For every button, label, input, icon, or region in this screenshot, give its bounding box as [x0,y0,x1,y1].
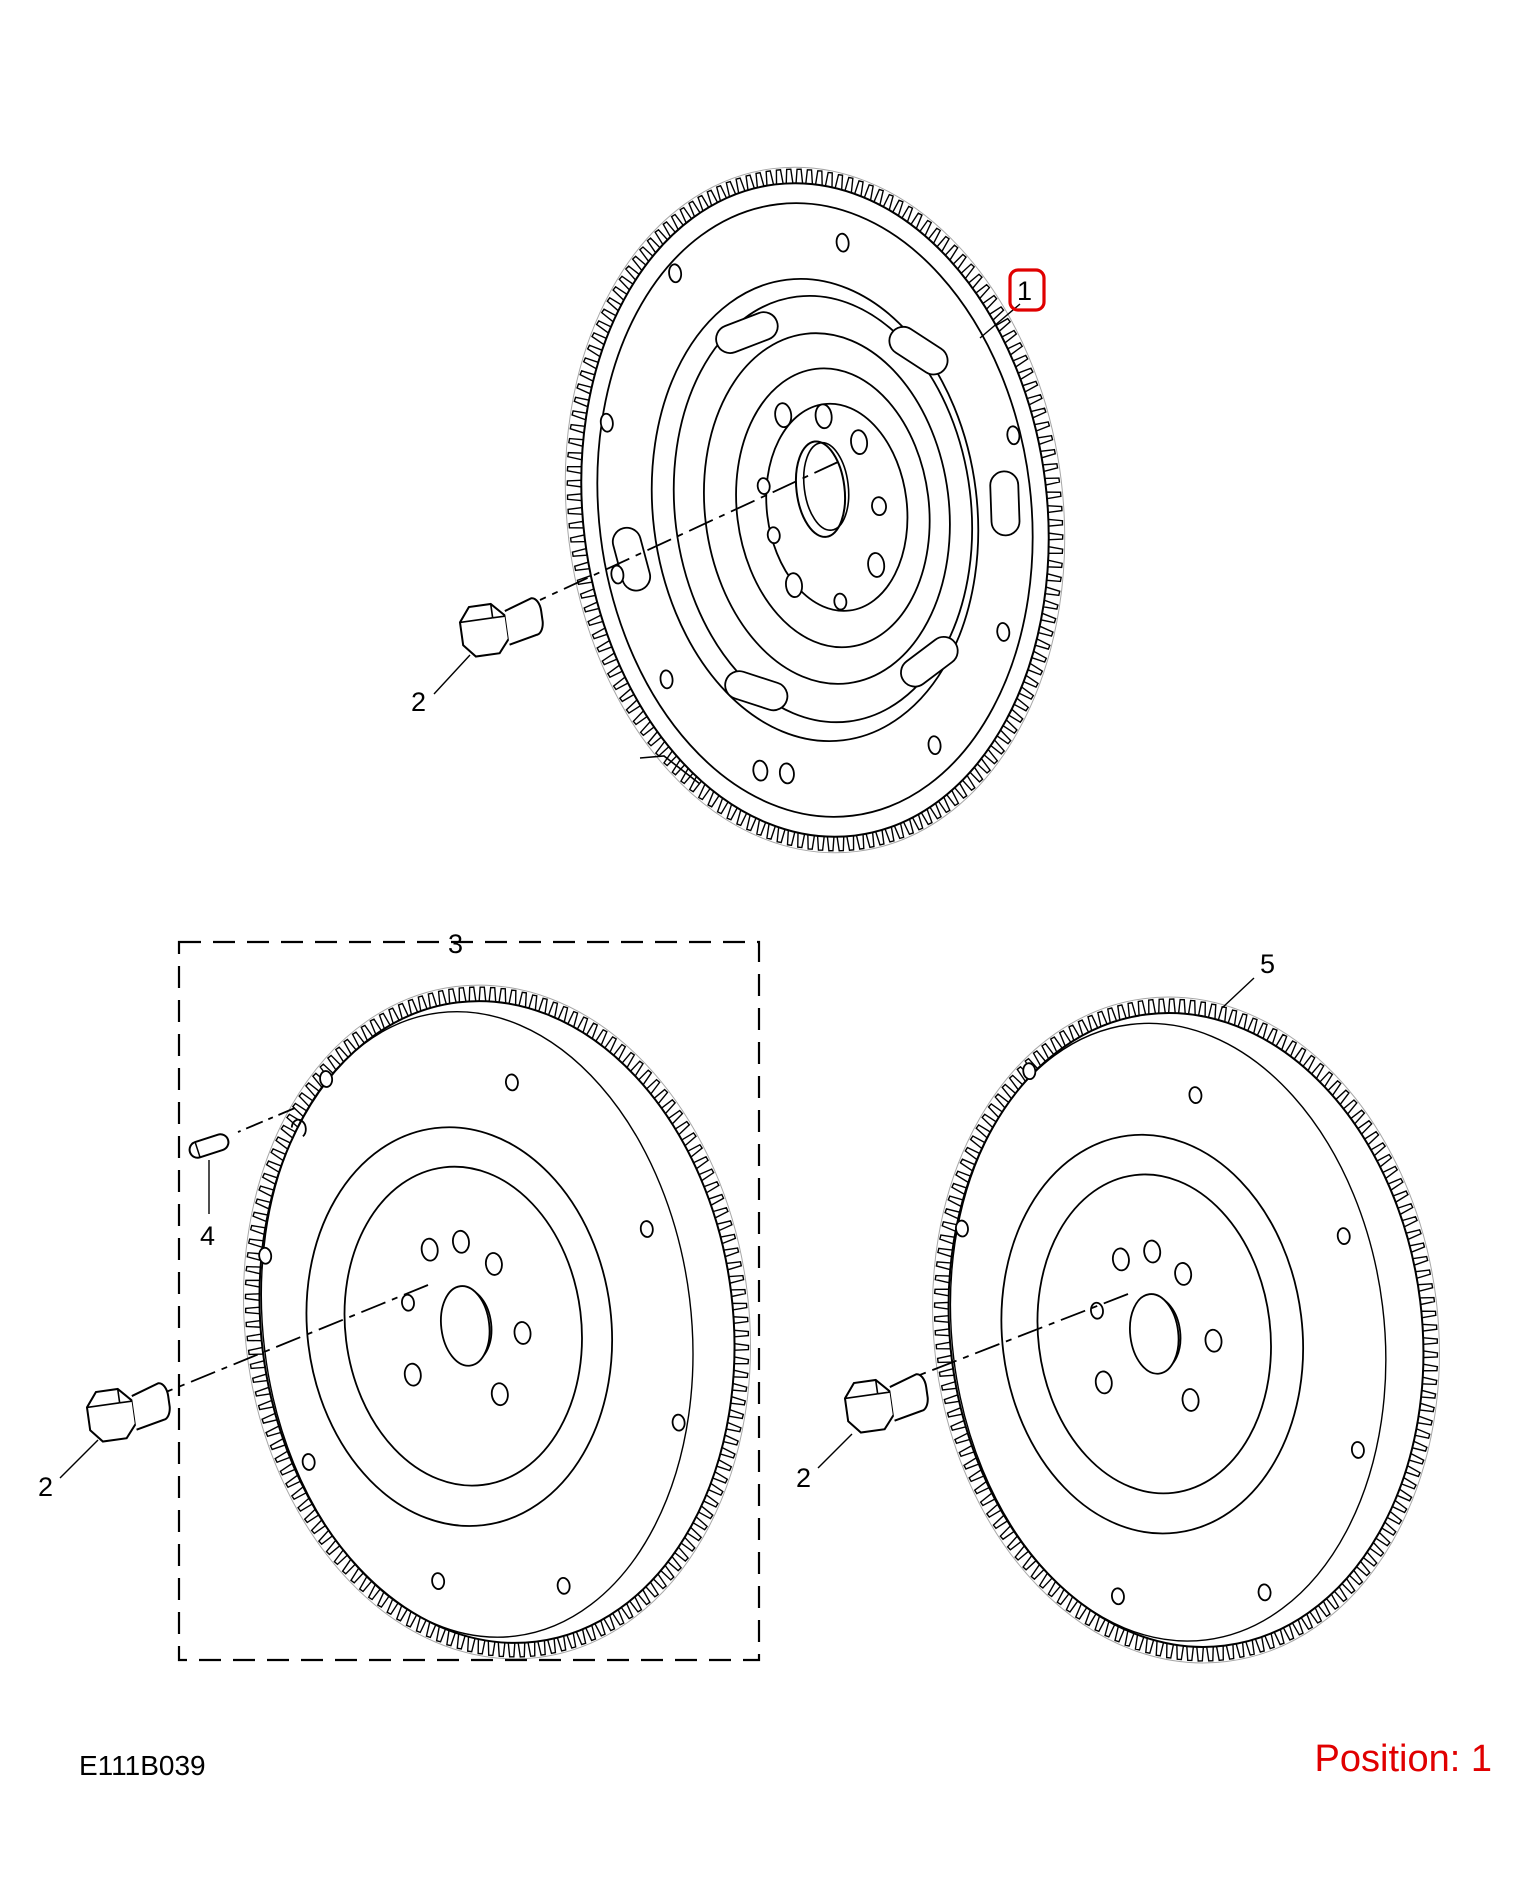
flexplate-part-1[interactable] [527,138,1103,881]
leader-line-5 [1221,977,1255,1009]
callout-5[interactable]: 5 [1260,949,1275,979]
leader-line-2-left [59,1439,99,1479]
callout-1-highlight-box [1008,268,1046,312]
dowel-centerline [237,1107,296,1133]
flywheel-bolt-centerline [911,1293,1129,1379]
callout-2-left[interactable]: 2 [38,1472,53,1502]
position-label: Position: 1 [1314,1738,1492,1780]
flywheel-part-5[interactable] [895,968,1477,1692]
kit-bolt-centerline [165,1284,429,1393]
kit-flywheel-ring-gear-teeth [243,984,751,1660]
dowel-pin-part-4[interactable] [188,1132,231,1160]
callout-2-right[interactable]: 2 [796,1463,811,1493]
callout-1[interactable]: 1 [1017,276,1032,306]
bolt-part-2-top[interactable] [457,596,548,660]
bolt-part-2-right[interactable] [842,1372,933,1436]
flexplate-bolt-centerline [539,461,839,601]
callout-4[interactable]: 4 [200,1221,215,1251]
kit-boundary-part-3 [177,940,761,1662]
bolt-part-2-left[interactable] [84,1381,175,1445]
flywheel-ring-gear-teeth [932,996,1440,1664]
leader-line-2-top [433,654,471,695]
callout-3[interactable]: 3 [448,929,463,959]
flywheel-part-3[interactable] [206,956,789,1688]
leader-line-2-right [817,1433,853,1469]
drawing-id: E111B039 [79,1750,206,1781]
flexplate-ring-gear-teeth [564,166,1066,854]
callout-2-top[interactable]: 2 [411,687,426,717]
